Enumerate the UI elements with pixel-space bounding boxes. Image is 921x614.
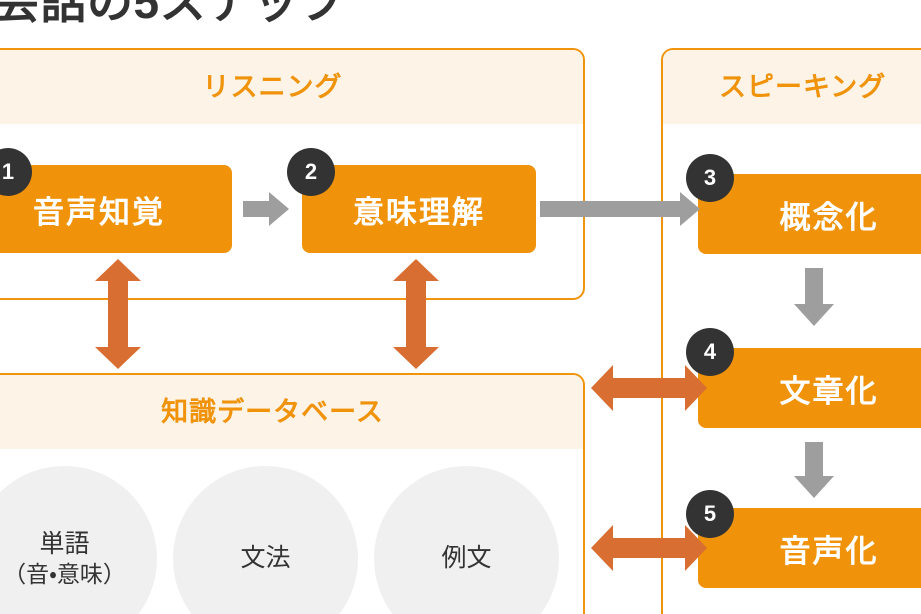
double-arrow-horizontal-icon-knowledge-step4 [591, 365, 707, 411]
knowledge-circle-word: 単語 （音・意味） [0, 466, 157, 614]
knowledge-circle-word-sub: （音・意味） [3, 560, 126, 587]
knowledge-circle-example-main: 例文 [441, 543, 492, 572]
step-box-onsei-chikaku: 音声知覚 [0, 165, 232, 253]
arrow-down-icon-step4-step5 [794, 442, 834, 498]
double-arrow-vertical-icon-knowledge-step2 [393, 259, 439, 369]
panel-knowledge-header: 知識データベース [0, 375, 583, 449]
page-title: 会話の5ステップ [0, 0, 346, 28]
arrow-right-icon-step1-step2 [243, 192, 289, 226]
arrow-right-icon-step2-step3 [540, 192, 700, 226]
double-arrow-horizontal-icon-knowledge-step5 [591, 525, 707, 571]
step-box-onseika: 音声化 [698, 508, 921, 588]
step-badge-3: 3 [686, 154, 734, 202]
knowledge-circle-example: 例文 [374, 466, 559, 614]
step-box-imi-rikai: 意味理解 [302, 165, 536, 253]
step-badge-2: 2 [287, 148, 335, 196]
step-badge-4: 4 [686, 328, 734, 376]
step-badge-5: 5 [686, 490, 734, 538]
step-box-gainenka: 概念化 [698, 174, 921, 254]
double-arrow-vertical-icon-knowledge-step1 [95, 259, 141, 369]
knowledge-circle-grammar-main: 文法 [240, 543, 291, 572]
panel-listening-header: リスニング [0, 50, 583, 124]
knowledge-circle-group: 単語 （音・意味） 文法 例文 [0, 466, 585, 614]
knowledge-circle-word-main: 単語 [39, 529, 90, 558]
panel-speaking-header: スピーキング [663, 50, 921, 124]
step-box-bunshoka: 文章化 [698, 348, 921, 428]
knowledge-circle-grammar: 文法 [173, 466, 358, 614]
arrow-down-icon-step3-step4 [794, 268, 834, 326]
